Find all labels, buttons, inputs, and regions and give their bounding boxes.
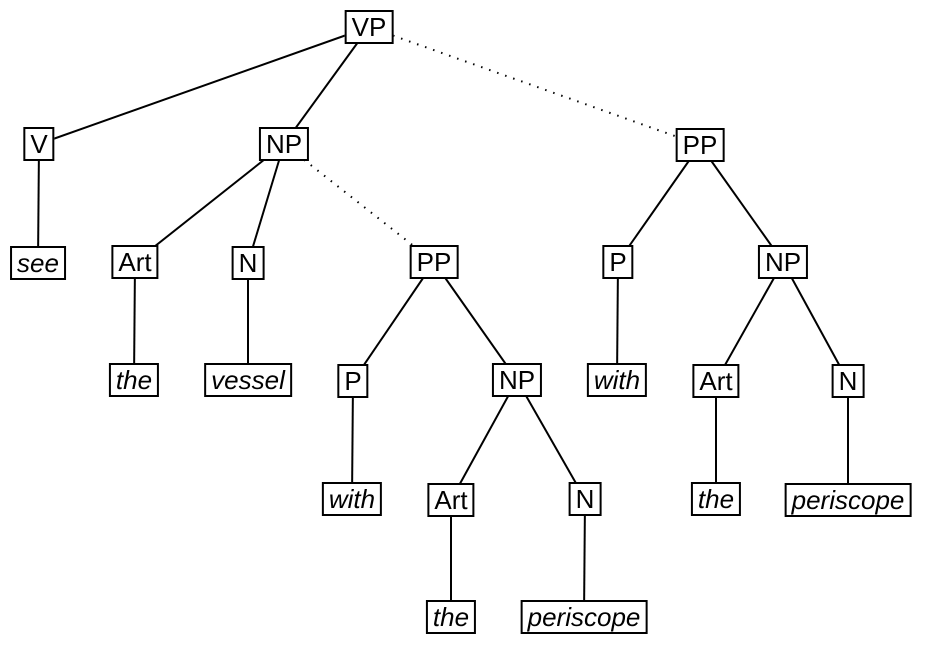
edge-np3-n3 xyxy=(782,261,849,382)
edge-vp-v xyxy=(38,26,370,145)
tree-node-p2: P xyxy=(602,245,634,279)
tree-node-periscope1: periscope xyxy=(520,600,648,634)
tree-node-periscope2: periscope xyxy=(784,483,912,517)
tree-node-v: V xyxy=(23,127,55,161)
edge-pp2-p2 xyxy=(617,144,701,263)
edge-art1-the1 xyxy=(133,261,136,381)
edge-pp2-np3 xyxy=(699,144,784,263)
edge-np3-art3 xyxy=(715,261,784,382)
tree-node-with1: with xyxy=(321,482,383,516)
tree-node-vessel: vessel xyxy=(204,363,292,397)
edge-n2-periscope1 xyxy=(583,498,586,618)
tree-node-pp2: PP xyxy=(675,128,725,162)
tree-node-np2: NP xyxy=(491,363,543,397)
tree-node-n1: N xyxy=(231,246,265,280)
tree-node-n3: N xyxy=(831,364,865,398)
tree-node-n2: N xyxy=(568,482,602,516)
tree-node-art1: Art xyxy=(111,245,159,279)
tree-node-see: see xyxy=(10,246,66,280)
tree-node-art2: Art xyxy=(427,483,475,517)
tree-node-np3: NP xyxy=(757,245,809,279)
tree-node-the2: the xyxy=(425,600,477,634)
edge-p1-with1 xyxy=(351,380,354,500)
edge-np2-n2 xyxy=(516,379,586,500)
edge-np2-art2 xyxy=(450,379,518,501)
tree-node-pp1: PP xyxy=(409,245,459,279)
edge-np1-n1 xyxy=(247,143,285,264)
edge-np1-art1 xyxy=(134,143,285,263)
tree-node-the3: the xyxy=(690,482,742,516)
edge-v-see xyxy=(37,143,40,264)
tree-node-p1: P xyxy=(337,364,369,398)
edge-pp1-np2 xyxy=(433,261,518,381)
tree-node-art3: Art xyxy=(692,364,740,398)
edge-pp1-p1 xyxy=(352,261,435,382)
tree-node-np1: NP xyxy=(258,127,310,161)
tree-node-with2: with xyxy=(586,363,648,397)
edge-p2-with2 xyxy=(616,261,619,381)
edge-vp-np1 xyxy=(283,26,370,145)
tree-node-the1: the xyxy=(108,363,160,397)
tree-node-vp: VP xyxy=(344,10,394,44)
